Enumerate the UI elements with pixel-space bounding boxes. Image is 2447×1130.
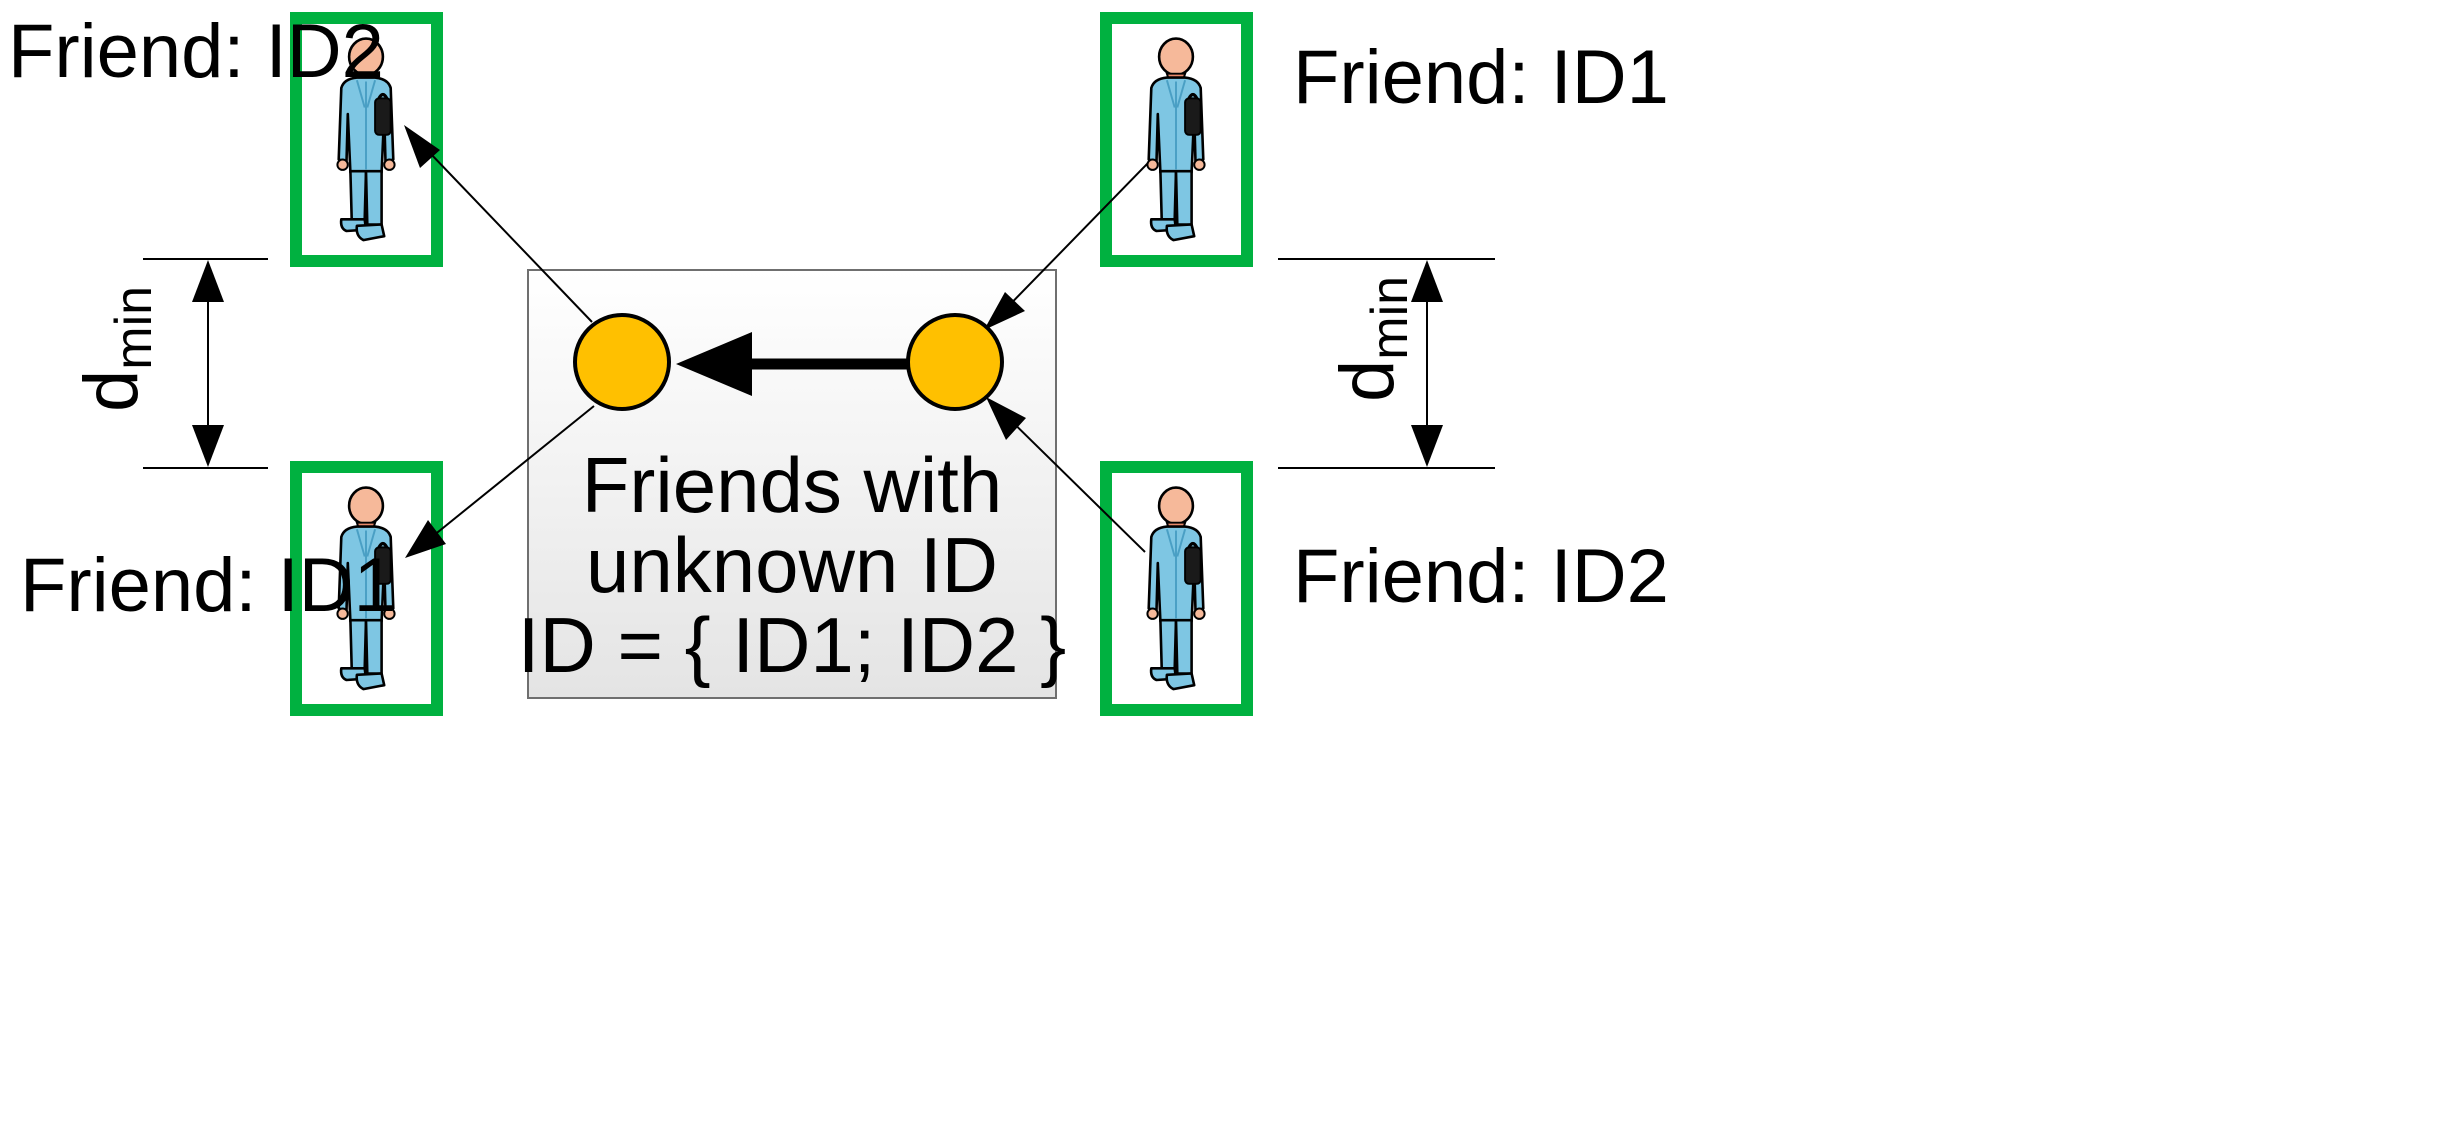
node-right <box>906 313 1004 411</box>
dimension-arrow-down <box>192 425 224 467</box>
dimension-arrow-down <box>1411 425 1443 467</box>
dimension-label: dmin <box>69 286 163 412</box>
center-text-line1: Friends with <box>582 441 1002 529</box>
label-bottom-left: Friend: ID1 <box>20 543 396 628</box>
arrowhead-bottom-left <box>405 520 446 558</box>
label-bottom-right: Friend: ID2 <box>1293 534 1669 619</box>
dimension-right: dmin <box>1278 258 1495 469</box>
friend-frame-bottom-right <box>1100 461 1253 716</box>
dimension-label: dmin <box>1325 276 1419 402</box>
thick-arrowhead <box>676 332 752 396</box>
dimension-arrow-up <box>1411 260 1443 302</box>
dimension-arrow-up <box>192 260 224 302</box>
arrowhead-top-right <box>984 292 1025 330</box>
center-text-line2: unknown ID <box>586 521 998 609</box>
arrow-to-top-left <box>405 127 593 323</box>
center-text-line3: ID = { ID1; ID2 } <box>518 601 1066 689</box>
dimension-left: dmin <box>69 258 268 469</box>
arrowhead-bottom-right <box>986 397 1026 440</box>
arrowhead-top-left <box>404 125 440 168</box>
label-top-left: Friend: ID2 <box>8 9 384 94</box>
friend-frame-top-right <box>1100 12 1253 267</box>
arrow-to-bottom-left <box>411 405 595 554</box>
label-top-right: Friend: ID1 <box>1293 35 1669 120</box>
friend-frame-bottom-left <box>290 461 443 716</box>
node-left <box>573 313 671 411</box>
arrow-from-top-right <box>989 162 1149 326</box>
